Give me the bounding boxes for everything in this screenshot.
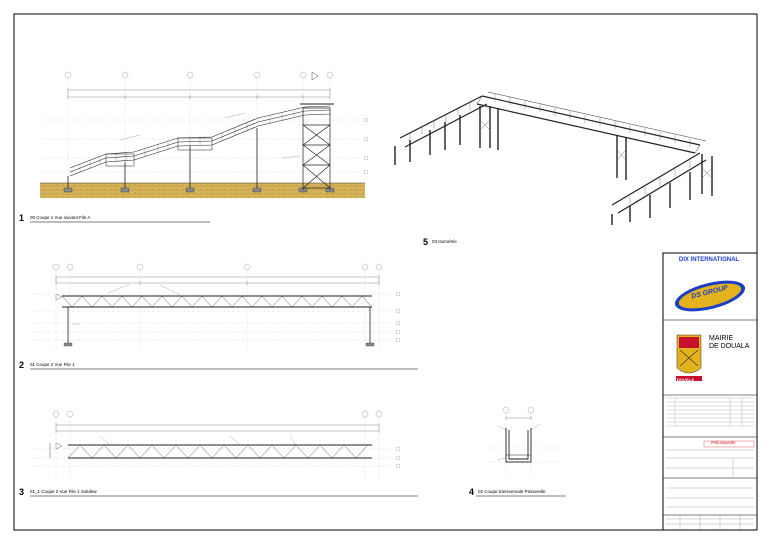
client-line-2: DE DOUALA — [709, 343, 750, 350]
ds-group-logo — [674, 280, 746, 312]
view-3-caption: 01_1 Coupe 2 Vue File 1 Solidew — [30, 489, 97, 494]
view-5-caption: 03 Isométrie — [432, 239, 457, 244]
view-5-isometric — [394, 91, 713, 225]
client-line-1: MAIRIE — [709, 335, 734, 342]
company-name: DIX INTERNATIONAL — [678, 257, 740, 263]
view-2-caption: 01 Coupe 2 Vue File 1 — [30, 362, 75, 367]
view-1-elevation — [30, 71, 369, 223]
logo-text: DS GROUP — [690, 284, 729, 301]
view-2-truss-elevation — [30, 263, 418, 370]
view-3-truss-elevation — [30, 410, 418, 497]
seal-text: DOUALA — [677, 377, 695, 382]
view-1-caption: 00 Coupe 1 Vue suivant File A — [30, 215, 91, 220]
status-stamp: PRÉLIMINAIRE — [711, 441, 736, 445]
ground-section — [40, 183, 365, 198]
view-4-caption: 02 Coupe transversale Passerelle — [478, 489, 546, 494]
title-block — [662, 252, 758, 531]
view-4-cross-section — [476, 406, 566, 497]
view-1-number: 1 — [19, 213, 25, 223]
douala-seal-icon — [676, 334, 702, 381]
client-name: MAIRIE DE DOUALA — [709, 335, 749, 351]
view-2-number: 2 — [19, 360, 25, 370]
view-3-number: 3 — [19, 487, 25, 497]
sheet-border — [13, 13, 758, 531]
view-4-number: 4 — [469, 487, 475, 497]
view-5-number: 5 — [423, 237, 429, 247]
title-block-text: DIX INTERNATIONAL DS GROUP MAIRIE DE DOU… — [663, 253, 757, 530]
